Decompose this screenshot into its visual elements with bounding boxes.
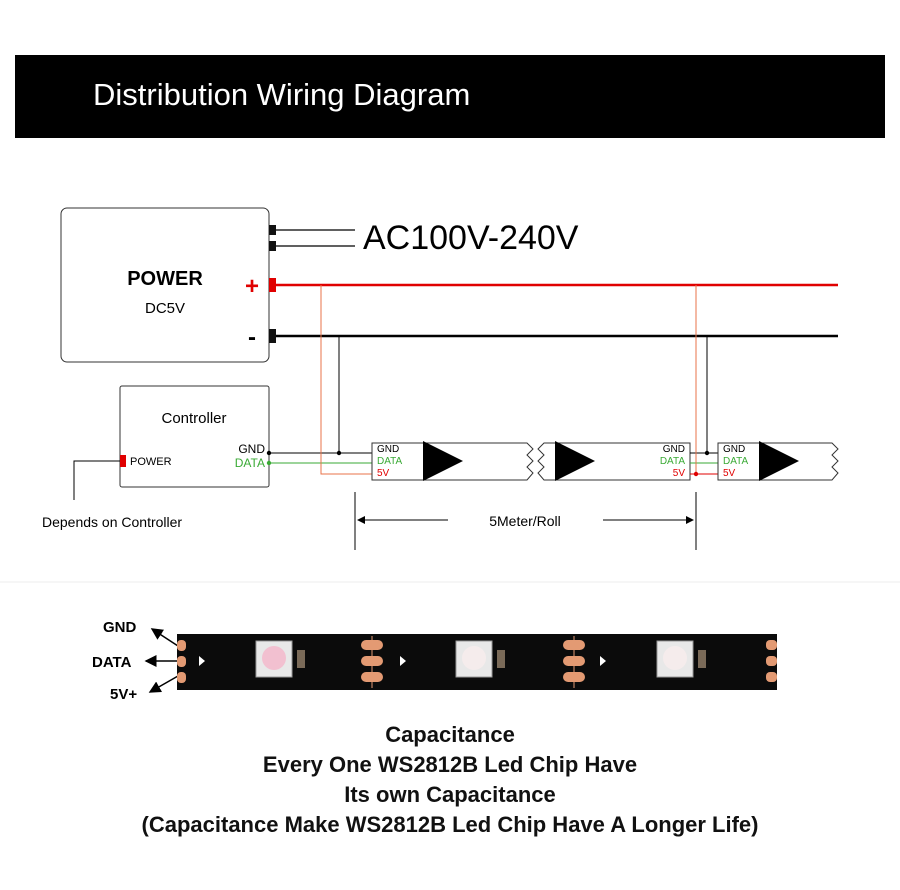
controller-note: Depends on Controller [42,514,182,530]
caption-line-2: Every One WS2812B Led Chip Have [262,752,638,777]
led-lens [663,646,687,670]
controller-power-lead [73,460,120,500]
ac-terminal-1 [269,225,276,235]
length-label: 5Meter/Roll [489,513,561,529]
capacitor [698,650,706,668]
strip-3-5v-label: 5V [723,468,736,479]
pin-5v-label: 5V+ [110,686,137,703]
solder-pad [766,656,777,666]
capacitor [497,650,505,668]
controller-gnd-label: GND [238,442,265,456]
minus-terminal [269,329,276,343]
pin-gnd-label: GND [103,619,137,636]
capacitance-caption: Capacitance Every One WS2812B Led Chip H… [0,720,900,840]
power-title: POWER [127,268,203,290]
solder-pad [177,672,186,683]
solder-pad [766,672,777,682]
controller-title: Controller [161,410,226,427]
caption-line-3: Its own Capacitance [344,782,556,807]
tap2-gnd-dot [704,450,710,456]
solder-pad [177,640,186,651]
header-banner: Distribution Wiring Diagram [15,55,885,138]
caption-line-4: (Capacitance Make WS2812B Led Chip Have … [141,812,759,837]
tap1-gnd-dot [336,450,342,456]
strip-1-data-label: DATA [377,456,403,467]
solder-pad [766,640,777,650]
page-title: Distribution Wiring Diagram [93,77,471,112]
ac-terminal-2 [269,241,276,251]
power-voltage: DC5V [145,300,185,317]
strip-3-gnd-label: GND [723,444,745,455]
strip-2-5v-label: 5V [673,468,686,479]
caption-line-1: Capacitance [385,722,515,747]
pin-gnd-arrow [150,628,179,647]
strip-3-data-label: DATA [723,456,749,467]
strip-1-gnd-label: GND [377,444,399,455]
strip-1-5v-label: 5V [377,468,390,479]
pin-data-label: DATA [92,654,132,671]
led-lens [262,646,286,670]
controller-box [119,385,270,488]
plus-terminal [269,278,276,292]
solder-pad [177,656,186,667]
tap2-5v-dot [693,471,699,477]
ac-input-label: AC100V-240V [363,219,579,257]
controller-power-label: POWER [130,456,172,468]
pin-5v-arrow [148,675,179,693]
strip-start-arrow-icon [199,656,205,666]
controller-data-dot [266,460,272,466]
controller-gnd-dot [266,450,272,456]
tap1-5v-wire [320,285,372,475]
strip-2-data-label: DATA [660,456,686,467]
cut-arrow-icon [400,656,406,666]
controller-power-terminal [120,455,126,467]
controller-data-label: DATA [235,456,265,470]
cut-arrow-icon [600,656,606,666]
minus-label: - [248,324,256,351]
led-lens [462,646,486,670]
plus-label: + [245,273,259,300]
strip-2-gnd-label: GND [663,444,685,455]
capacitor [297,650,305,668]
